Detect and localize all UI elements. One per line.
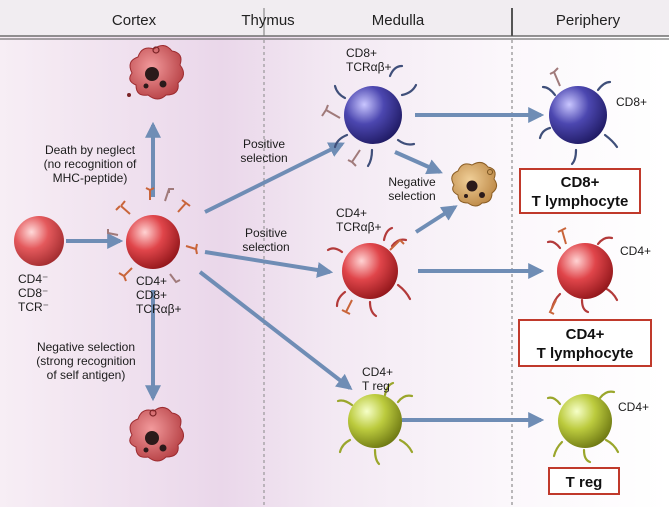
medneg-line1: Negative [388, 175, 436, 189]
arrow-cd8-negsel [394, 150, 443, 175]
treg-box: T reg [548, 467, 620, 495]
periphery-cd8-cell [538, 67, 619, 166]
label-dp-cd4: CD4+ [136, 274, 167, 288]
arrow-possel-cd8 [204, 142, 345, 214]
possel2-line2: selection [242, 240, 289, 254]
box-treg: T reg [566, 474, 603, 491]
negsel-line3: of self antigen) [47, 368, 126, 382]
arrow-to-treg [198, 270, 353, 390]
label-per-cd4: CD4+ [620, 244, 651, 258]
medulla-cd4-cell [326, 226, 412, 318]
cd4-t-lymphocyte-box: CD4+ T lymphocyte [518, 319, 652, 367]
neglect-line2: (no recognition of [44, 157, 137, 171]
periphery-cd4-cell [546, 227, 619, 315]
negsel-line1: Negative selection [37, 340, 135, 354]
label-dp-cd8: CD8+ [136, 288, 167, 302]
box-cd8-line2: T lymphocyte [532, 193, 629, 210]
label-med-cd4: CD4+ [336, 206, 367, 220]
neglect-line3: MHC-peptide) [53, 171, 128, 185]
label-med-cd8-tcr: TCRαβ+ [346, 60, 392, 74]
label-tcr-neg: TCR⁻ [18, 300, 49, 314]
box-cd4-line2: T lymphocyte [537, 345, 634, 362]
header-medulla: Medulla [372, 12, 425, 29]
medulla-apoptotic-cell [451, 161, 498, 207]
medulla-treg-cell [336, 381, 414, 466]
label-med-treg-cd4: CD4+ [362, 365, 393, 379]
negsel-line2: (strong recognition [36, 354, 135, 368]
label-med-cd4-tcr: TCRαβ+ [336, 220, 382, 234]
periphery-treg-cell [546, 390, 620, 464]
neglect-line1: Death by neglect [45, 143, 136, 157]
box-cd4-line1: CD4+ [566, 326, 605, 343]
label-per-treg: CD4+ [618, 400, 649, 414]
label-per-cd8: CD8+ [616, 95, 647, 109]
cd8-t-lymphocyte-box: CD8+ T lymphocyte [519, 168, 641, 214]
header-periphery: Periphery [556, 12, 621, 29]
possel1-line2: selection [240, 151, 287, 165]
header-cortex: Cortex [112, 12, 157, 29]
double-negative-thymocyte [14, 216, 64, 266]
apoptotic-cell-neglect [127, 45, 184, 100]
label-med-cd8: CD8+ [346, 46, 377, 60]
possel2-line1: Positive [245, 226, 287, 240]
medneg-line2: selection [388, 189, 435, 203]
arrow-cd4-negsel [414, 205, 458, 234]
apoptotic-cell-negative-selection [129, 407, 184, 462]
arrow-possel-cd4 [204, 250, 334, 278]
label-med-treg: T reg [362, 379, 390, 393]
label-dp-tcr: TCRαβ+ [136, 302, 182, 316]
header-thymus: Thymus [241, 12, 294, 29]
double-positive-thymocyte [107, 187, 198, 284]
label-cd8-neg: CD8⁻ [18, 286, 48, 300]
header-bar [0, 0, 669, 36]
medulla-cd8-cell [321, 64, 418, 168]
possel1-line1: Positive [243, 137, 285, 151]
box-cd8-line1: CD8+ [561, 174, 600, 191]
label-cd4-neg: CD4⁻ [18, 272, 48, 286]
arrows [66, 107, 545, 428]
